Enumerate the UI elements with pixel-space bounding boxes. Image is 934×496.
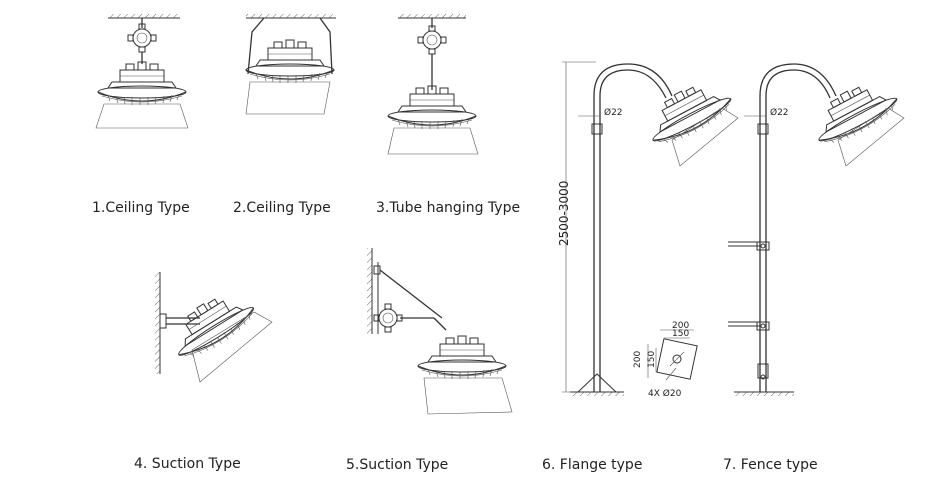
plate-inner-width: 150: [672, 329, 689, 339]
caption-suction-type-4: 4. Suction Type: [134, 456, 241, 472]
figure-fence-type: Ø22: [728, 63, 905, 396]
figure-ceiling-type-1: [95, 14, 189, 129]
figure-suction-type-4: [155, 272, 273, 383]
figure-tube-hanging-type: [387, 14, 479, 155]
caption-ceiling-type-1: 1.Ceiling Type: [92, 200, 190, 216]
pipe-diameter-label-flange: Ø22: [604, 107, 623, 118]
plate-outer-height: 200: [633, 351, 643, 368]
pipe-diameter-label-fence: Ø22: [770, 107, 789, 118]
caption-fence-type: 7. Fence type: [723, 457, 818, 473]
figure-suction-type-5: [367, 248, 513, 415]
caption-ceiling-type-2: 2.Ceiling Type: [233, 200, 331, 216]
holes-label: 4X Ø20: [648, 388, 682, 399]
caption-flange-type: 6. Flange type: [542, 457, 643, 473]
plate-inner-height: 150: [647, 351, 657, 368]
plate-outer-width: 200: [672, 321, 689, 331]
caption-tube-hanging-type: 3.Tube hanging Type: [376, 200, 521, 216]
caption-suction-type-5: 5.Suction Type: [346, 457, 449, 473]
figure-ceiling-type-2: [245, 14, 336, 115]
figure-flange-type: 2500-3000 Ø22 200 150 200 150: [557, 61, 739, 399]
pole-height-label: 2500-3000: [557, 181, 571, 246]
flange-plate-detail: 200 150 200 150 4X Ø20: [633, 321, 698, 399]
